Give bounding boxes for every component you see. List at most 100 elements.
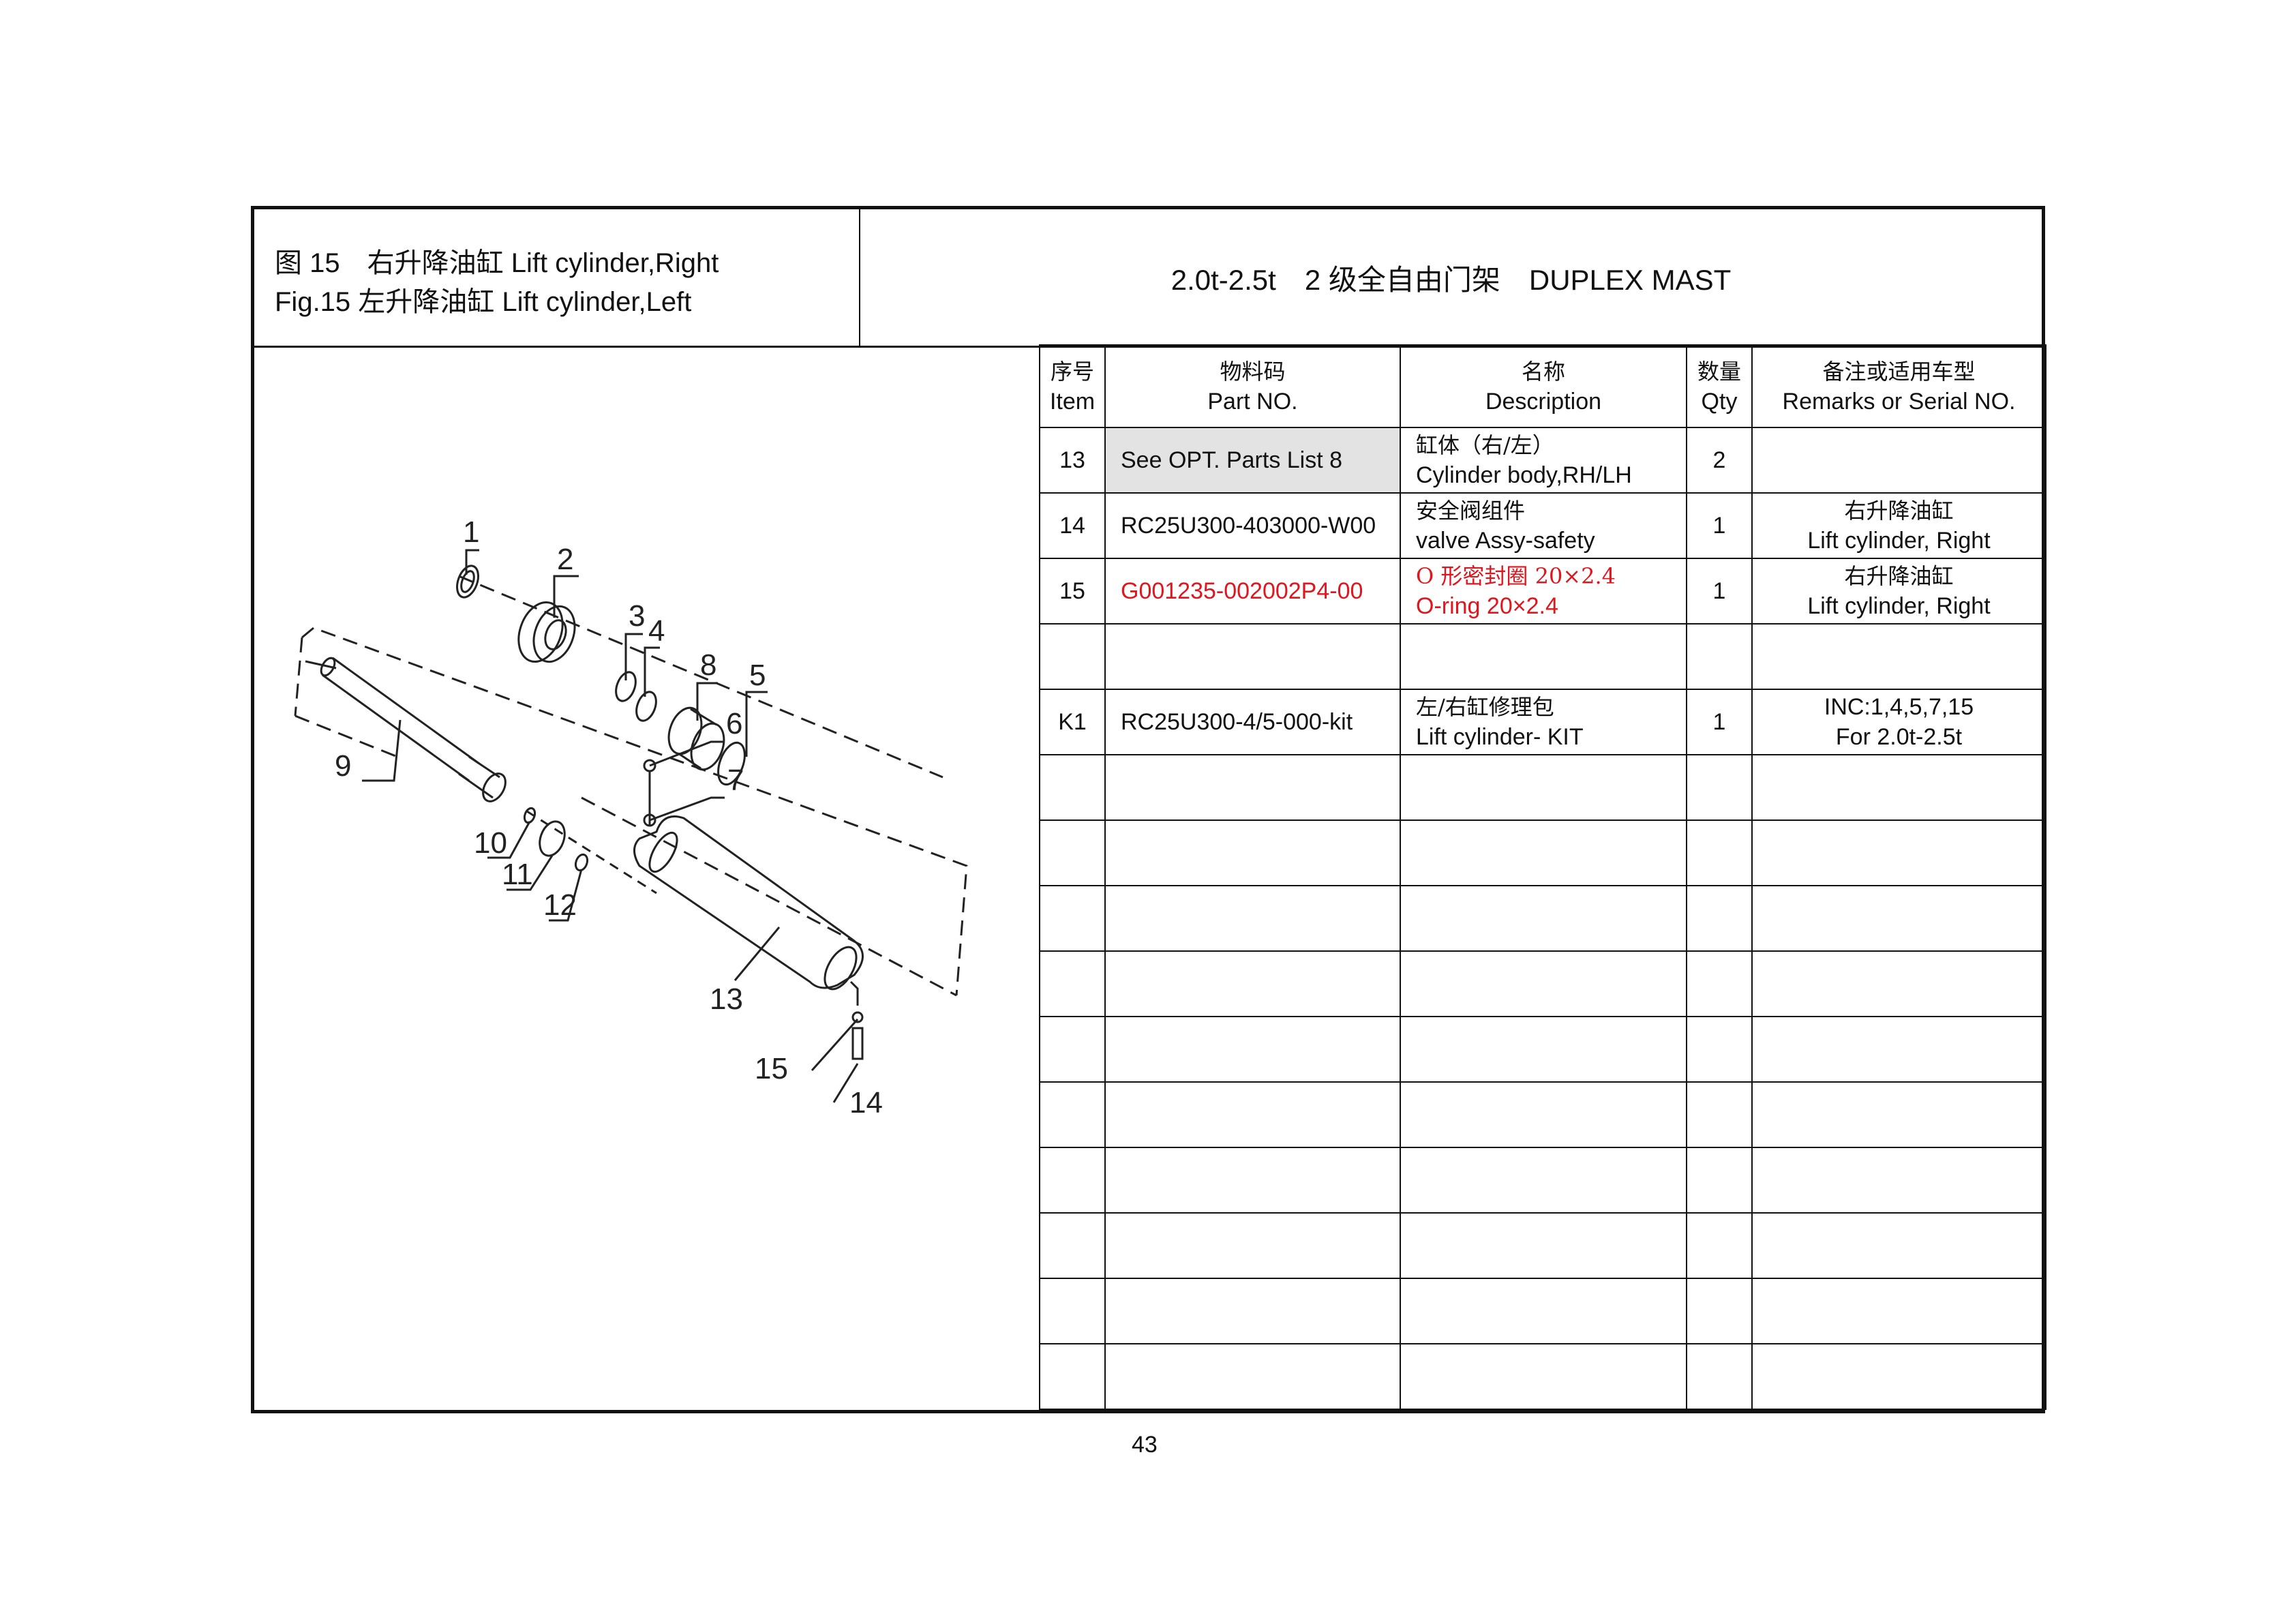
parts-page-frame: 图 15 右升降油缸 Lift cylinder,Right Fig.15 左升… [251,206,2046,1413]
remarks-cell [1751,1016,2046,1083]
description-cell [1400,1147,1687,1214]
part-no-cell: G001235-002002P4-00 [1104,558,1401,625]
figure-title-left: Fig.15 左升降油缸 Lift cylinder,Left [275,287,692,317]
lift-cylinder-exploded-view-icon: 1 2 3 4 5 6 7 8 9 10 11 12 13 14 15 [294,515,968,1119]
item-cell: 15 [1039,558,1106,625]
remarks-cell [1751,754,2046,821]
description-cell [1400,1343,1687,1410]
item-cell [1039,950,1106,1017]
table-row: 13 See OPT. Parts List 8 缸体（右/左）Cylinder… [1039,427,2046,494]
description-cell [1400,1278,1687,1344]
callout-10: 10 [474,826,507,860]
qty-cell [1686,819,1753,886]
description-cell [1400,623,1687,690]
remarks-cell [1751,427,2046,494]
qty-cell: 2 [1686,427,1753,494]
callout-2: 2 [557,543,573,576]
part-no-cell [1104,819,1401,886]
qty-cell: 1 [1686,689,1753,755]
part-no-cell [1104,1147,1401,1214]
blank-row [1039,754,2046,821]
callout-13: 13 [710,982,743,1016]
qty-cell [1686,1147,1753,1214]
item-cell [1039,1147,1106,1214]
qty-cell [1686,1081,1753,1148]
mast-title: 2.0t-2.5t 2 级全自由门架 DUPLEX MAST [1170,263,1732,296]
table-row [1039,623,2046,690]
qty-cell [1686,754,1753,821]
remarks-cell [1751,819,2046,886]
exploded-diagram: 1 2 3 4 5 6 7 8 9 10 11 12 13 14 15 [254,348,1039,1410]
part-no-cell [1104,1278,1401,1344]
qty-cell [1686,1016,1753,1083]
qty-cell [1686,623,1753,690]
qty-cell: 1 [1686,558,1753,625]
blank-row [1039,1081,2046,1148]
item-cell [1039,819,1106,886]
item-cell [1039,754,1106,821]
blank-row [1039,1016,2046,1083]
page-number: 43 [1132,1432,1158,1458]
callout-6: 6 [726,707,742,740]
item-cell [1039,1016,1106,1083]
description-cell [1400,1212,1687,1279]
callout-9: 9 [335,749,351,783]
description-cell [1400,819,1687,886]
qty-cell [1686,1278,1753,1344]
item-cell: 14 [1039,492,1106,559]
blank-row [1039,1278,2046,1344]
part-no-cell: RC25U300-403000-W00 [1104,492,1401,559]
callout-5: 5 [749,659,766,692]
blank-row [1039,1147,2046,1214]
callout-12: 12 [543,888,577,922]
callout-4: 4 [648,614,665,648]
remarks-cell [1751,1081,2046,1148]
blank-row [1039,1212,2046,1279]
description-cell [1400,885,1687,952]
item-cell [1039,1278,1106,1344]
description-cell [1400,1081,1687,1148]
remarks-cell [1751,885,2046,952]
remarks-cell [1751,1343,2046,1410]
callout-15: 15 [755,1052,788,1085]
blank-row [1039,950,2046,1017]
blank-row [1039,885,2046,952]
qty-cell [1686,950,1753,1017]
part-no-cell [1104,754,1401,821]
part-no-cell [1104,1016,1401,1083]
qty-cell [1686,1212,1753,1279]
remarks-cell [1751,623,2046,690]
item-cell [1039,1212,1106,1279]
part-no-cell: RC25U300-4/5-000-kit [1104,689,1401,755]
callout-11: 11 [502,858,533,891]
part-no-cell [1104,623,1401,690]
blank-row [1039,1343,2046,1410]
description-cell: 缸体（右/左）Cylinder body,RH/LH [1400,427,1687,494]
part-no-cell [1104,950,1401,1017]
item-cell [1039,1081,1106,1148]
callout-14: 14 [849,1086,883,1119]
callout-1: 1 [463,515,479,549]
page-header: 图 15 右升降油缸 Lift cylinder,Right Fig.15 左升… [254,209,2042,348]
callout-3: 3 [629,599,645,633]
part-no-cell [1104,885,1401,952]
item-cell: 13 [1039,427,1106,494]
remarks-cell [1751,950,2046,1017]
item-cell [1039,623,1106,690]
description-cell [1400,950,1687,1017]
qty-cell [1686,885,1753,952]
description-cell [1400,1016,1687,1083]
callout-8: 8 [700,648,716,682]
